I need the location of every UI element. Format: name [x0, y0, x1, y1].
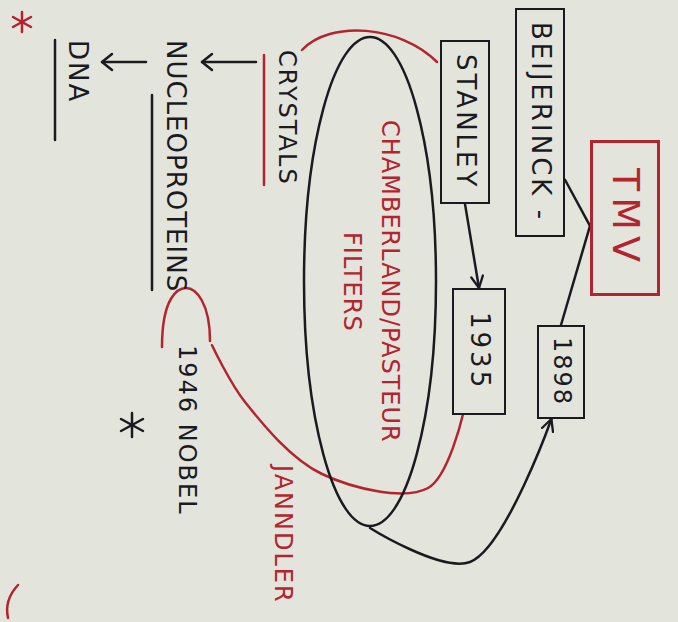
node-text: FILTERS — [338, 120, 366, 443]
ellipse-outline — [302, 35, 438, 528]
node-text: 1946 NOBEL — [172, 345, 200, 516]
year-box: 1898 — [537, 325, 585, 419]
award-group: 1946 NOBEL — [160, 285, 212, 526]
red-asterisk — [13, 12, 31, 32]
arch-outline — [162, 288, 210, 347]
topic-box: TMV — [590, 140, 660, 296]
node-text: STANLEY — [450, 54, 480, 190]
node-text: BEIJERINCK - — [525, 22, 555, 223]
underline — [151, 95, 154, 290]
connector — [465, 204, 479, 288]
arrow-head — [202, 54, 212, 70]
red-mark — [7, 585, 18, 618]
year-box: 1935 — [452, 288, 506, 415]
black-asterisk — [121, 413, 143, 437]
node-text: 1935 — [464, 312, 494, 391]
red-curve — [302, 30, 437, 62]
ellipse-outline — [304, 37, 436, 526]
note-text: JANNDLER — [268, 465, 296, 604]
arrow-line — [202, 61, 256, 64]
connector — [565, 180, 590, 226]
connector — [561, 226, 590, 325]
note-text: DNA — [62, 40, 92, 103]
filter-ellipse: CHAMBERLAND/PASTEUR FILTERS — [302, 35, 438, 528]
name-box: STANLEY — [440, 40, 490, 204]
note-text: NUCLEOPROTEINS — [160, 40, 190, 292]
name-box: BEIJERINCK - — [515, 8, 565, 237]
node-text: TMV — [603, 168, 647, 268]
node-text: 1898 — [547, 337, 575, 407]
arrow-line — [102, 61, 146, 64]
arrow-head — [102, 54, 112, 70]
node-text: CHAMBERLAND/PASTEUR — [375, 120, 403, 443]
underline — [54, 40, 57, 140]
note-text: CRYSTALS — [272, 50, 300, 186]
red-underline — [263, 55, 266, 185]
